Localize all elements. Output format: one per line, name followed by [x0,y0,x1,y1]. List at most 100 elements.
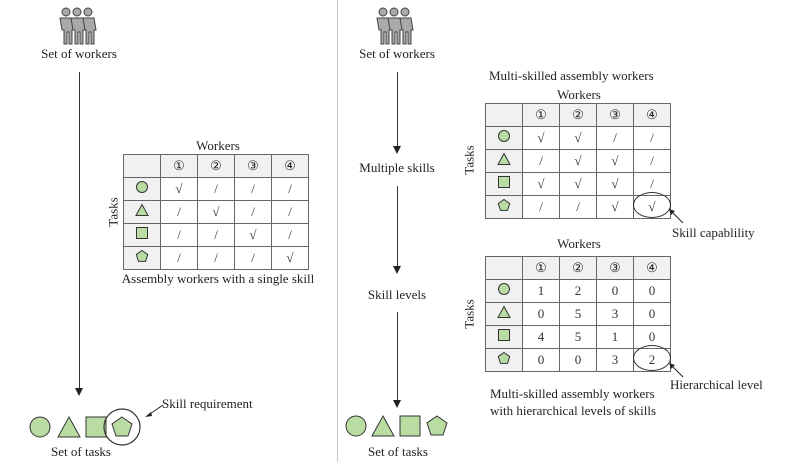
table-cell: √ [559,126,597,150]
table1-tasks-axis-label: Tasks [461,145,477,175]
table-cell: 3 [596,302,634,326]
table-cell: √ [522,172,560,196]
column-header: ④ [271,154,309,178]
column-header: ③ [596,256,634,280]
skill-capability-label: Skill capablility [672,225,755,240]
table-cell: 0 [596,279,634,303]
pentagon-task-shape [426,415,448,436]
table-cell: √ [596,149,634,173]
column-header: ③ [596,103,634,127]
table-row: √ √ √ / [485,172,671,196]
table1-caption: Multi-skilled assembly workers [489,68,654,83]
table-cell: 0 [633,279,671,303]
skill-requirement-arrow-icon [145,404,164,417]
triangle-task-shape [57,415,81,438]
skill-capability-arrow-icon [669,209,684,224]
square-task-icon [123,223,161,247]
table-cell: / [234,200,272,224]
circle-task-shape [345,415,367,437]
table-row: 0 5 3 0 [485,302,671,326]
right-workers-label: Set of workers [359,46,435,61]
panel-divider [337,0,338,462]
pentagon-task-shape [111,416,133,437]
workers-group-icon [59,7,97,45]
table-row: 1 2 0 0 [485,279,671,303]
table-cell: √ [234,223,272,247]
table2-title: Workers [557,236,601,251]
skill-requirement-label: Skill requirement [162,396,253,411]
table-cell: / [271,200,309,224]
left-table-title: Workers [196,138,240,153]
left-task-shapes [29,408,141,446]
table-cell: √ [596,195,634,219]
table-cell: 0 [522,348,560,372]
table2-tasks-axis-label: Tasks [461,299,477,329]
column-header: ② [197,154,235,178]
table-row: √ / / / [123,177,309,201]
hierarchical-level-highlight [633,345,671,371]
right-flow-arrowhead-2 [393,266,401,274]
square-task-shape [399,415,421,437]
column-header: ① [160,154,198,178]
right-flow-arrowhead-1 [393,146,401,154]
table-cell: 4 [522,325,560,349]
left-tasks-axis-label: Tasks [105,197,121,227]
table-cell: / [271,177,309,201]
left-flow-arrowhead [75,388,83,396]
table-cell: / [271,223,309,247]
table-cell: 3 [596,348,634,372]
right-flow-arrowhead-3 [393,400,401,408]
square-task-icon [485,172,523,196]
right-task-shapes [345,414,448,437]
triangle-task-icon [485,302,523,326]
square-task-shape [85,416,107,438]
table-cell: √ [160,177,198,201]
triangle-task-icon [485,149,523,173]
table-cell: √ [522,126,560,150]
column-header: ④ [633,103,671,127]
table-cell: √ [596,172,634,196]
corner-cell [485,256,523,280]
table-cell: / [559,195,597,219]
table-cell: / [160,200,198,224]
column-header: ④ [633,256,671,280]
hierarchical-level-arrow-icon [669,363,684,378]
left-tasks-label: Set of tasks [51,444,111,459]
corner-cell [123,154,161,178]
skill-level-table: ① ② ③ ④ 1 2 0 0 0 5 3 0 4 5 1 0 0 0 3 2 [485,256,671,372]
table-cell: 5 [559,302,597,326]
table-cell: / [160,246,198,270]
table-cell: / [633,149,671,173]
table-cell: 5 [559,325,597,349]
table-row: √ √ / / [485,126,671,150]
multiple-skills-label: Multiple skills [359,160,435,175]
column-header: ① [522,256,560,280]
circle-task-shape [29,416,51,438]
table2-caption-line1: Multi-skilled assembly workers [490,386,655,401]
workers-group-icon [376,7,414,45]
column-header: ② [559,103,597,127]
table-cell: / [596,126,634,150]
table-row: / √ √ / [485,149,671,173]
right-tasks-label: Set of tasks [368,444,428,459]
table-cell: 1 [522,279,560,303]
pentagon-task-icon [485,348,523,372]
column-header: ③ [234,154,272,178]
square-task-icon [485,325,523,349]
table-cell: √ [197,200,235,224]
circle-task-icon [123,177,161,201]
column-header: ① [522,103,560,127]
table-cell: √ [559,172,597,196]
table-cell: 0 [633,302,671,326]
table2-caption-line2: with hierarchical levels of skills [490,403,657,418]
hierarchical-level-label: Hierarchical level [670,377,763,392]
table-cell: 0 [559,348,597,372]
skill-levels-label: Skill levels [367,287,427,302]
table-cell: / [197,177,235,201]
table-cell: / [522,149,560,173]
table-cell: √ [559,149,597,173]
corner-cell [485,103,523,127]
circle-task-icon [485,279,523,303]
table-cell: / [197,223,235,247]
table-row: / / / √ [123,246,309,270]
